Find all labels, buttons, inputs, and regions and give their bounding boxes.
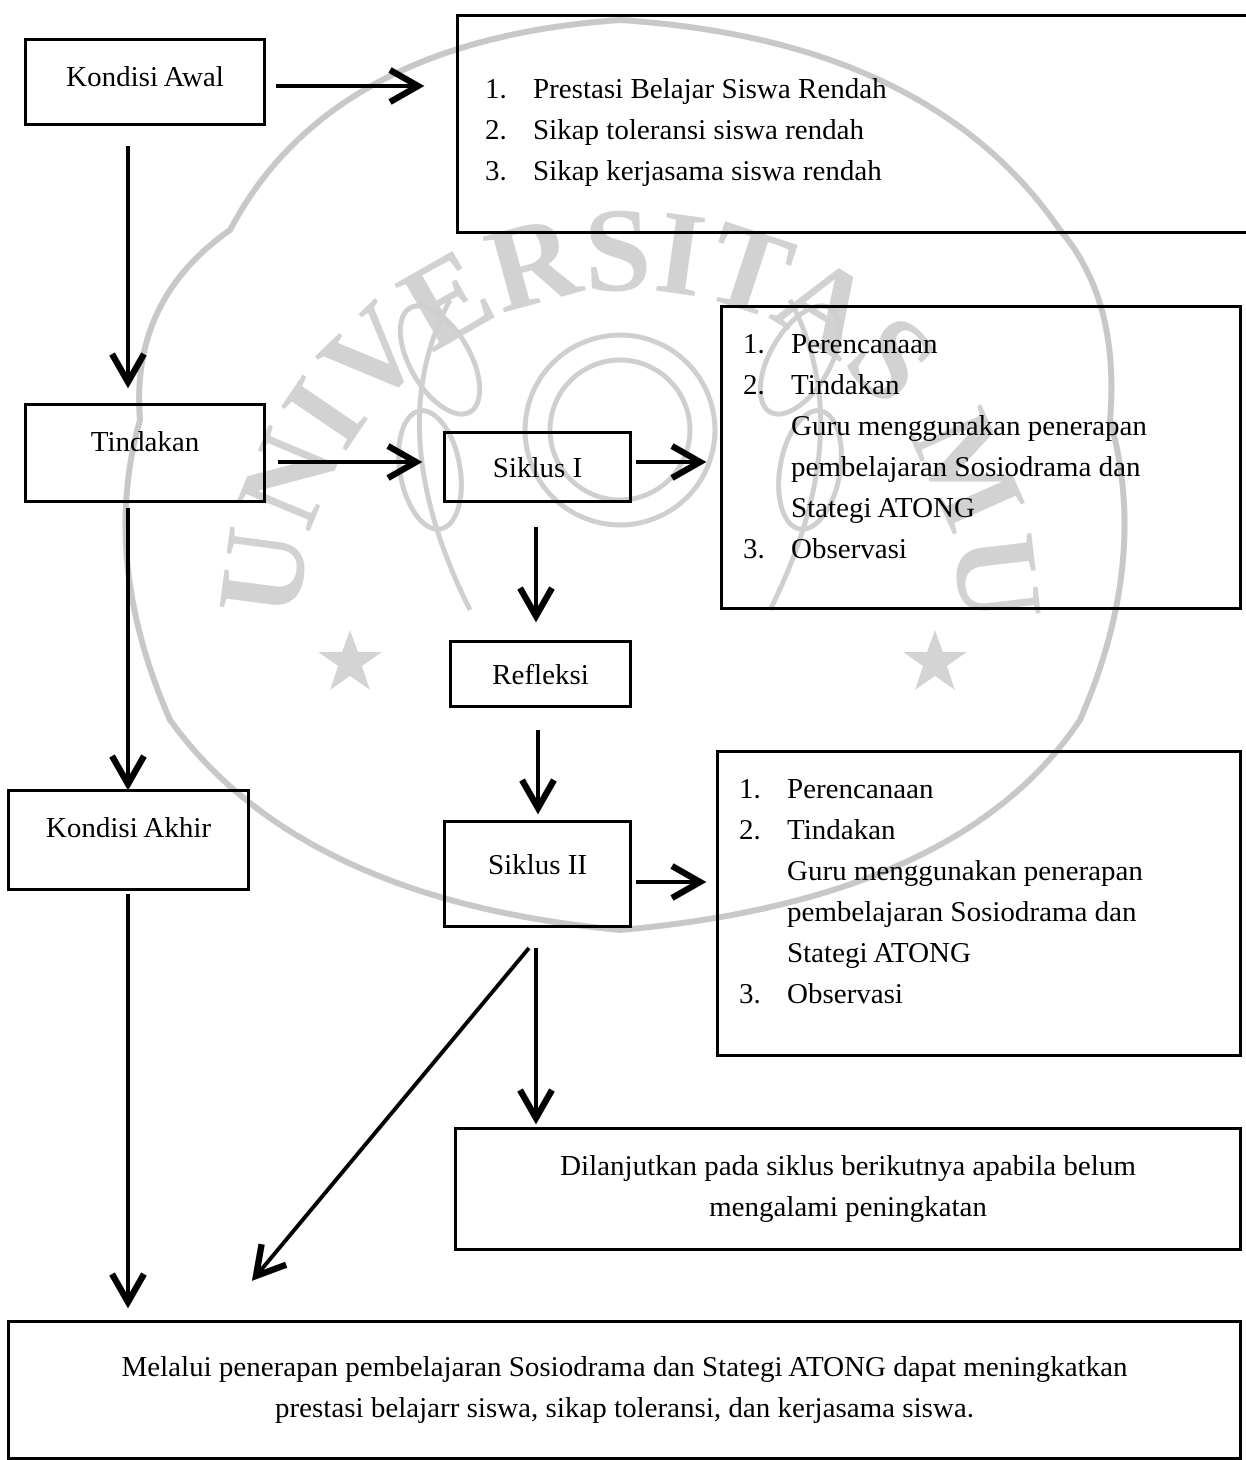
tindakan-label: Tindakan — [90, 426, 200, 458]
siklus-2-label: Siklus II — [487, 849, 588, 881]
kondisi-akhir-label: Kondisi Akhir — [45, 812, 212, 844]
list-item: 3.Observasi — [739, 978, 903, 1010]
siklus-1-box: Siklus I — [443, 431, 632, 503]
kondisi-awal-label: Kondisi Awal — [66, 61, 224, 93]
refleksi-box: Refleksi — [449, 640, 632, 708]
siklus-2-box: Siklus II — [443, 820, 632, 928]
list-item: 2.Tindakan Guru menggunakan penerapan pe… — [743, 369, 1147, 524]
list-item: 1.Prestasi Belajar Siswa Rendah — [485, 73, 887, 105]
lanjut-line-2: mengalami peningkatan — [709, 1191, 987, 1223]
list-item: 2.Tindakan Guru menggunakan penerapan pe… — [739, 814, 1143, 969]
kondisi-akhir-box: Kondisi Akhir — [7, 789, 250, 891]
siklus-1-list-box: 1.Perencanaan 2.Tindakan Guru menggunaka… — [720, 305, 1242, 610]
kesimpulan-box: Melalui penerapan pembelajaran Sosiodram… — [7, 1320, 1242, 1460]
list-item: 1.Perencanaan — [739, 773, 934, 805]
list-item: 3.Observasi — [743, 533, 907, 565]
kesimpulan-line-2: prestasi belajarr siswa, sikap toleransi… — [274, 1392, 974, 1424]
kesimpulan-line-1: Melalui penerapan pembelajaran Sosiodram… — [121, 1351, 1128, 1383]
kondisi-awal-list: 1.Prestasi Belajar Siswa Rendah 2.Sikap … — [485, 69, 1246, 192]
list-item: 3.Sikap kerjasama siswa rendah — [485, 155, 882, 187]
refleksi-label: Refleksi — [492, 659, 589, 691]
lanjut-box: Dilanjutkan pada siklus berikutnya apabi… — [454, 1127, 1242, 1251]
siklus-2-list-box: 1.Perencanaan 2.Tindakan Guru menggunaka… — [716, 750, 1242, 1057]
siklus-1-list: 1.Perencanaan 2.Tindakan Guru menggunaka… — [743, 324, 1239, 570]
siklus-2-list: 1.Perencanaan 2.Tindakan Guru menggunaka… — [739, 769, 1239, 1015]
list-item: 2.Sikap toleransi siswa rendah — [485, 114, 865, 146]
lanjut-line-1: Dilanjutkan pada siklus berikutnya apabi… — [560, 1150, 1136, 1182]
kondisi-awal-box: Kondisi Awal — [24, 38, 266, 126]
tindakan-box: Tindakan — [24, 403, 266, 503]
kondisi-awal-list-box: 1.Prestasi Belajar Siswa Rendah 2.Sikap … — [456, 14, 1246, 234]
siklus-1-label: Siklus I — [492, 452, 583, 484]
list-item: 1.Perencanaan — [743, 328, 938, 360]
